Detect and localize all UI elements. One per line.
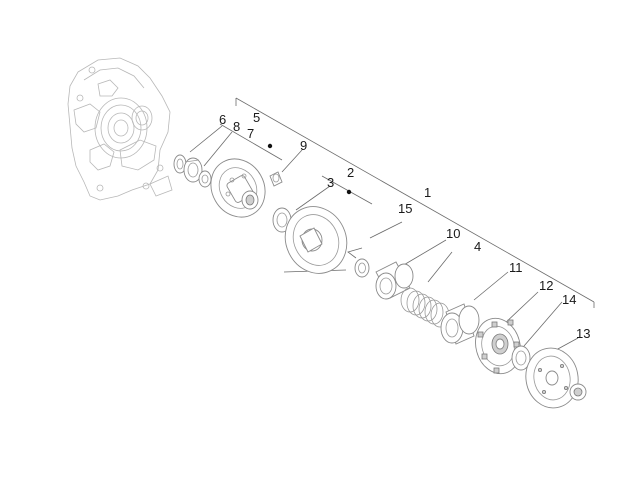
callout-2: 2 xyxy=(347,165,354,180)
part-movable-half-pulley xyxy=(210,158,266,218)
part-sleeve-10 xyxy=(375,261,414,300)
part-washer-15 xyxy=(354,258,370,278)
callout-12: 12 xyxy=(539,278,553,293)
callout-9: 9 xyxy=(300,138,307,153)
part-sleeve-11 xyxy=(440,303,480,345)
part-clutch-assembly xyxy=(475,317,521,375)
callout-5: 5 xyxy=(253,110,260,125)
callout-7: 7 xyxy=(247,126,254,141)
part-ring-3 xyxy=(272,207,292,233)
part-bushing-7 xyxy=(198,170,212,188)
callout-8: 8 xyxy=(233,119,240,134)
callout-3: 3 xyxy=(327,175,334,190)
part-bearing-8 xyxy=(183,157,203,183)
part-washer-12 xyxy=(511,345,531,371)
callout-4: 4 xyxy=(474,239,481,254)
part-spring-4 xyxy=(400,287,450,328)
callout-numbers: 5 6 8 7 9 2 3 1 15 10 4 11 12 14 13 xyxy=(219,110,590,341)
callout-6: 6 xyxy=(219,112,226,127)
callout-1: 1 xyxy=(424,185,431,200)
marker-dot-3 xyxy=(346,189,352,195)
part-nut-13 xyxy=(569,383,587,401)
callout-11: 11 xyxy=(509,260,523,275)
callout-13: 13 xyxy=(576,326,590,341)
callout-10: 10 xyxy=(446,226,460,241)
leader-lines xyxy=(189,97,595,351)
part-roller-9 xyxy=(269,171,283,187)
crankcase-housing xyxy=(67,57,173,201)
callout-14: 14 xyxy=(562,292,576,307)
marker-dot-7 xyxy=(267,143,273,149)
part-fixed-half-pulley xyxy=(284,206,348,274)
callout-15: 15 xyxy=(398,201,412,216)
part-clutch-bell xyxy=(525,347,579,409)
